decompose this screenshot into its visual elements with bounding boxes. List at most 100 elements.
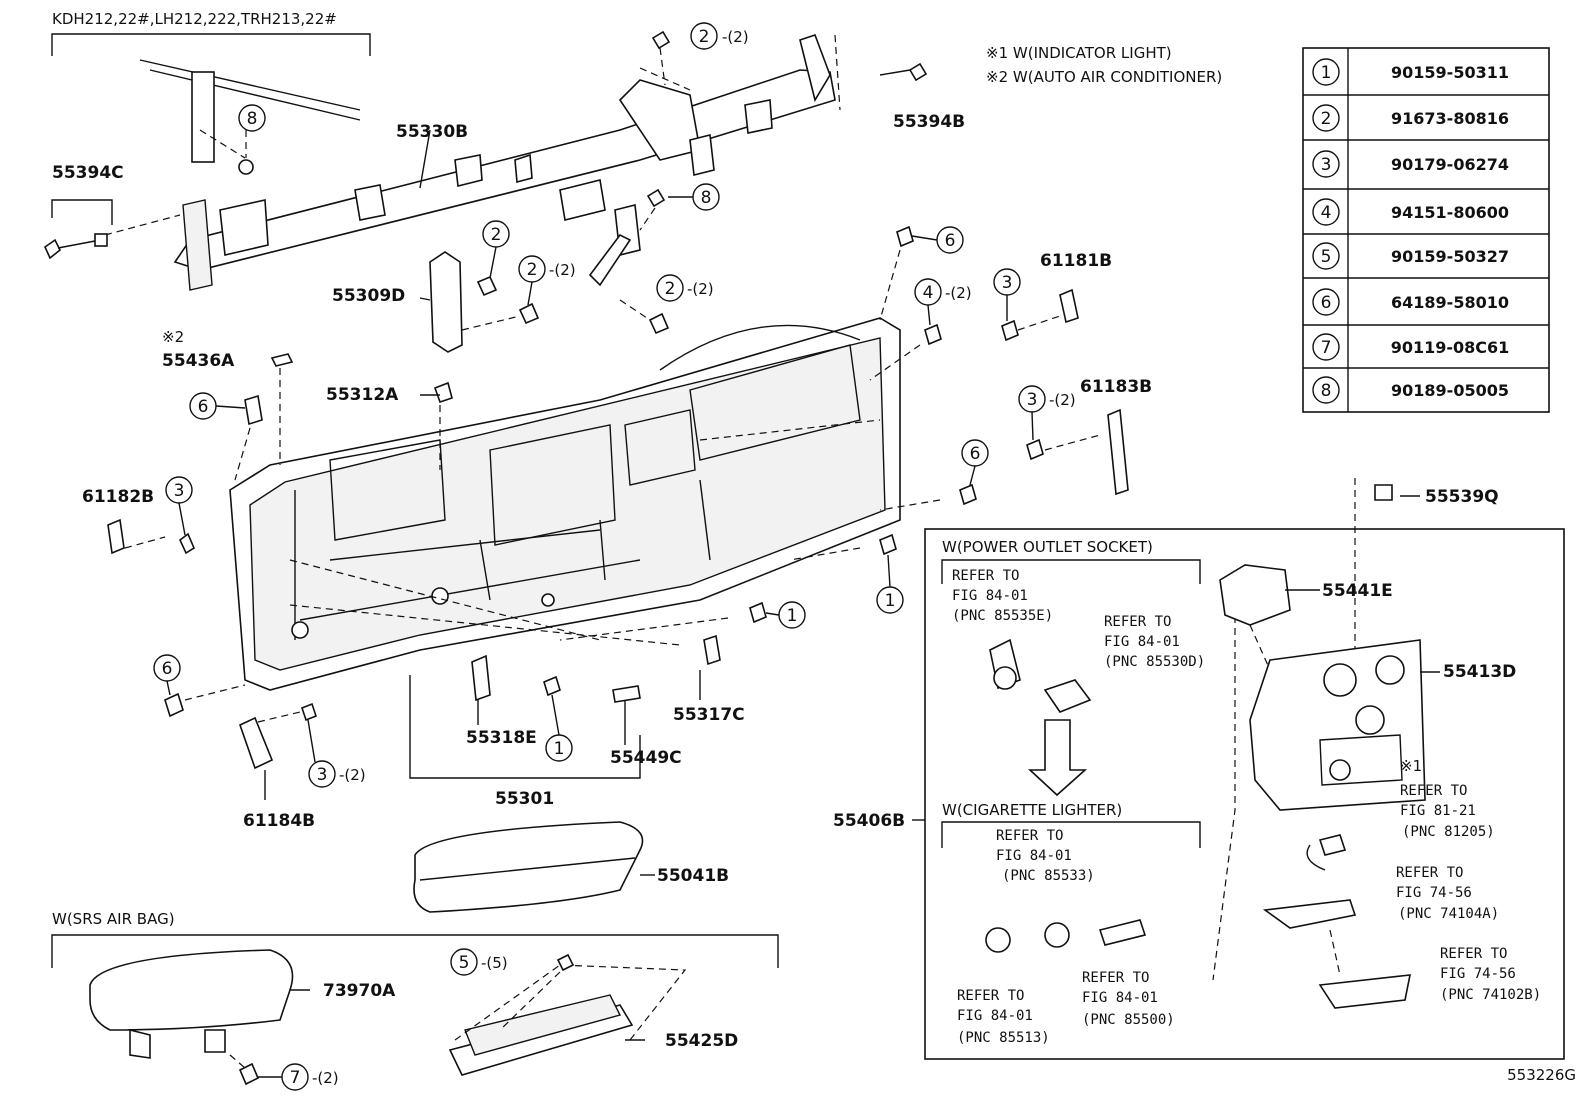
svg-text:8: 8 <box>247 109 258 129</box>
table-row-num: 4 <box>1321 203 1332 223</box>
part-label-55309D: 55309D <box>332 286 405 306</box>
part-label-55539Q: 55539Q <box>1425 487 1499 507</box>
ref-line: REFER TO <box>1440 946 1507 962</box>
part-label-55301: 55301 <box>495 789 554 809</box>
part-label-55449C: 55449C <box>610 748 682 768</box>
ref-line: (PNC 74104A) <box>1398 906 1499 922</box>
table-row-num: 5 <box>1321 247 1332 267</box>
figure-code: 553226G <box>1507 1066 1576 1084</box>
table-row-part: 90119-08C61 <box>1391 338 1510 357</box>
part-label-55394B: 55394B <box>893 112 965 132</box>
part-label-61183B: 61183B <box>1080 377 1152 397</box>
svg-text:2: 2 <box>527 260 538 280</box>
svg-text:7: 7 <box>290 1068 301 1088</box>
ref-line: (PNC 81205) <box>1402 824 1495 840</box>
svg-text:5: 5 <box>459 953 470 973</box>
ref-line: (PNC 85500) <box>1082 1012 1175 1028</box>
notes: ※1 W(INDICATOR LIGHT) ※2 W(AUTO AIR COND… <box>986 44 1222 86</box>
table-row: 7 90119-08C61 <box>1312 333 1510 361</box>
leader-lines <box>264 129 1440 1041</box>
part-label-61182B: 61182B <box>82 487 154 507</box>
part-label-55413D: 55413D <box>1443 662 1516 682</box>
glove-box-drawing <box>413 821 644 913</box>
svg-text:1: 1 <box>787 606 798 626</box>
options-box: W(POWER OUTLET SOCKET) W(CIGARETTE LIGHT… <box>924 528 1565 1060</box>
cigarette-lighter-label: W(CIGARETTE LIGHTER) <box>942 801 1122 819</box>
callout-qty: -(2) <box>549 261 576 279</box>
table-row: 1 90159-50311 <box>1312 58 1509 86</box>
part-label-55317C: 55317C <box>673 705 745 725</box>
ref-line: (PNC 85513) <box>957 1030 1050 1046</box>
callout-qty: -(2) <box>722 28 749 46</box>
callouts: 2 -(2) 8 8 2 2 -(2) 2 -(2) 6 4 -(2) 3 <box>153 22 1076 1091</box>
table-row-part: 94151-80600 <box>1391 203 1509 222</box>
svg-text:3: 3 <box>174 481 185 501</box>
table-row: 3 90179-06274 <box>1312 150 1509 178</box>
applicability-text: KDH212,22#,LH212,222,TRH213,22# <box>52 10 337 28</box>
table-row-num: 2 <box>1321 109 1332 129</box>
parts-table: 1 90159-50311 2 91673-80816 3 90179-0627… <box>1302 47 1550 413</box>
table-row-num: 1 <box>1321 63 1332 83</box>
reference-notes: REFER TO FIG 84-01 (PNC 85535E) REFER TO… <box>952 568 1541 1046</box>
svg-text:6: 6 <box>162 659 173 679</box>
table-row-part: 90189-05005 <box>1391 381 1509 400</box>
svg-text:1: 1 <box>554 739 565 759</box>
panel-fasteners <box>107 225 1129 770</box>
ref-line: REFER TO <box>957 988 1024 1004</box>
table-row-num: 3 <box>1321 155 1332 175</box>
part-label-55436A: 55436A <box>162 351 235 371</box>
part-label-61181B: 61181B <box>1040 251 1112 271</box>
callout-qty: -(2) <box>1049 391 1076 409</box>
callout-qty: -(2) <box>312 1069 339 1087</box>
part-label-55441E: 55441E <box>1322 581 1393 601</box>
svg-text:4: 4 <box>923 283 934 303</box>
table-row-part: 90159-50327 <box>1391 247 1509 266</box>
part-label-61184B: 61184B <box>243 811 315 831</box>
part-label-55318E: 55318E <box>466 728 537 748</box>
ref-line: (PNC 74102B) <box>1440 987 1541 1003</box>
callout-qty: -(2) <box>339 766 366 784</box>
ref-line: FIG 74-56 <box>1396 885 1472 901</box>
ref-line: REFER TO <box>1082 970 1149 986</box>
ref-line: (PNC 85535E) <box>952 608 1053 624</box>
part-label-55425D: 55425D <box>665 1031 738 1051</box>
reinforcement-beam-drawing <box>104 33 841 291</box>
srs-airbag-section: W(SRS AIR BAG) <box>51 910 779 1086</box>
part-label-55312A: 55312A <box>326 385 399 405</box>
svg-text:3: 3 <box>1002 273 1013 293</box>
part-label-55394C: 55394C <box>52 163 124 183</box>
table-row-num: 6 <box>1321 293 1332 313</box>
svg-text:2: 2 <box>491 225 502 245</box>
callout-qty: -(5) <box>481 954 508 972</box>
marker-note-1: ※1 <box>1400 757 1422 775</box>
svg-text:6: 6 <box>970 444 981 464</box>
ref-line: FIG 81-21 <box>1400 803 1476 819</box>
table-row-part: 90179-06274 <box>1391 155 1509 174</box>
svg-text:2: 2 <box>665 279 676 299</box>
table-row: 2 91673-80816 <box>1312 104 1509 132</box>
svg-text:6: 6 <box>945 231 956 251</box>
instrument-panel-drawing <box>229 317 901 779</box>
table-row-part: 91673-80816 <box>1391 109 1509 128</box>
ref-line: FIG 84-01 <box>952 588 1028 604</box>
ref-line: FIG 84-01 <box>1082 990 1158 1006</box>
ref-line: REFER TO <box>952 568 1019 584</box>
svg-text:1: 1 <box>885 591 896 611</box>
svg-text:3: 3 <box>317 765 328 785</box>
part-label-73970A: 73970A <box>323 981 396 1001</box>
ref-line: REFER TO <box>996 828 1063 844</box>
bracket-55309D-drawing <box>429 251 670 353</box>
svg-text:8: 8 <box>701 188 712 208</box>
part-label-55406B: 55406B <box>833 811 905 831</box>
svg-text:2: 2 <box>699 27 710 47</box>
beam-fasteners <box>43 30 928 260</box>
callout-qty: -(2) <box>687 280 714 298</box>
table-row-part: 90159-50311 <box>1391 63 1509 82</box>
part-labels: 55330B 55394B 55394C 55309D 61181B ※2 55… <box>52 112 1516 1051</box>
ref-line: (PNC 85530D) <box>1104 654 1205 670</box>
table-row-num: 7 <box>1321 338 1332 358</box>
callout-qty: -(2) <box>945 284 972 302</box>
note-indicator-light: ※1 W(INDICATOR LIGHT) <box>986 44 1172 62</box>
srs-airbag-label: W(SRS AIR BAG) <box>52 910 175 928</box>
